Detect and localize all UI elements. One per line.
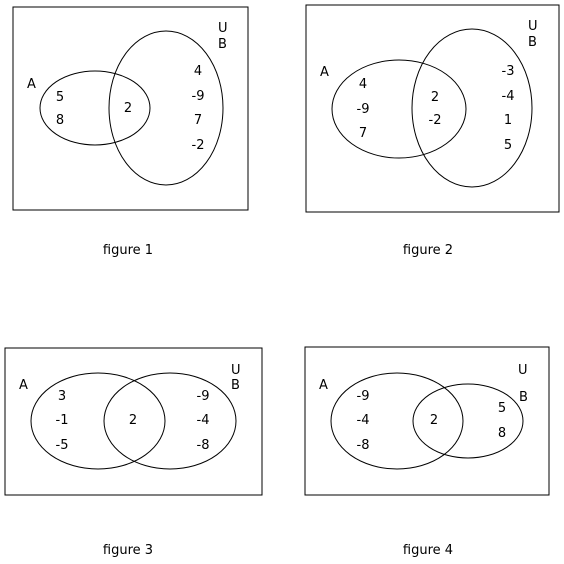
set-b-label: B bbox=[519, 390, 528, 405]
b-only-element: 5 bbox=[498, 401, 506, 416]
set-b-ellipse bbox=[103, 372, 237, 470]
set-a-label: A bbox=[319, 378, 328, 393]
a-only-element: -1 bbox=[56, 413, 69, 428]
universal-label: U bbox=[231, 363, 241, 378]
a-only-element: 5 bbox=[56, 90, 64, 105]
set-a-ellipse bbox=[331, 59, 467, 159]
universal-set-frame bbox=[304, 346, 550, 496]
figure-caption: figure 2 bbox=[403, 243, 453, 258]
b-only-element: -4 bbox=[197, 413, 210, 428]
b-only-element: 4 bbox=[194, 64, 202, 79]
intersection-element: 2 bbox=[124, 101, 132, 116]
set-b-label: B bbox=[231, 378, 240, 393]
b-only-element: 1 bbox=[504, 113, 512, 128]
universal-label: U bbox=[518, 363, 528, 378]
figure-caption: figure 1 bbox=[103, 243, 153, 258]
intersection-element: 2 bbox=[129, 413, 137, 428]
a-only-element: -8 bbox=[357, 438, 370, 453]
b-only-element: -3 bbox=[502, 64, 515, 79]
set-b-ellipse bbox=[412, 383, 524, 459]
figure-caption: figure 4 bbox=[403, 543, 453, 558]
b-only-element: -9 bbox=[197, 389, 210, 404]
universal-label: U bbox=[218, 21, 228, 36]
b-only-element: -2 bbox=[192, 138, 205, 153]
b-only-element: -8 bbox=[197, 438, 210, 453]
a-only-element: 7 bbox=[359, 126, 367, 141]
a-only-element: -4 bbox=[357, 413, 370, 428]
set-b-ellipse bbox=[108, 30, 224, 186]
figure-3: U B A 3 -1 -5 2 -9 -4 -8 figure 3 bbox=[4, 347, 263, 558]
set-b-label: B bbox=[218, 37, 227, 52]
a-only-element: 3 bbox=[58, 389, 66, 404]
b-only-element: 7 bbox=[194, 113, 202, 128]
a-only-element: 8 bbox=[56, 113, 64, 128]
universal-set-frame bbox=[305, 4, 560, 213]
figure-2: U B A 4 -9 7 2 -2 -3 -4 1 5 figure 2 bbox=[305, 4, 560, 258]
universal-label: U bbox=[528, 19, 538, 34]
b-only-element: 8 bbox=[498, 426, 506, 441]
intersection-element: -2 bbox=[429, 113, 442, 128]
figure-1: U B A 5 8 2 4 -9 7 -2 figure 1 bbox=[12, 6, 249, 258]
universal-set-frame bbox=[4, 347, 263, 496]
b-only-element: -4 bbox=[502, 89, 515, 104]
set-b-ellipse bbox=[411, 28, 533, 188]
set-a-ellipse bbox=[39, 70, 151, 146]
set-a-label: A bbox=[320, 65, 329, 80]
figure-caption: figure 3 bbox=[103, 543, 153, 558]
a-only-element: -5 bbox=[56, 438, 69, 453]
set-a-ellipse bbox=[30, 372, 166, 470]
b-only-element: 5 bbox=[504, 138, 512, 153]
a-only-element: 4 bbox=[359, 77, 367, 92]
set-b-label: B bbox=[528, 35, 537, 50]
set-a-ellipse bbox=[330, 372, 464, 470]
a-only-element: -9 bbox=[357, 389, 370, 404]
set-a-label: A bbox=[27, 77, 36, 92]
universal-set-frame bbox=[12, 6, 249, 211]
set-a-label: A bbox=[19, 378, 28, 393]
intersection-element: 2 bbox=[430, 413, 438, 428]
a-only-element: -9 bbox=[357, 102, 370, 117]
figure-4: U B A -9 -4 -8 2 5 8 figure 4 bbox=[304, 346, 550, 558]
b-only-element: -9 bbox=[192, 89, 205, 104]
intersection-element: 2 bbox=[431, 90, 439, 105]
